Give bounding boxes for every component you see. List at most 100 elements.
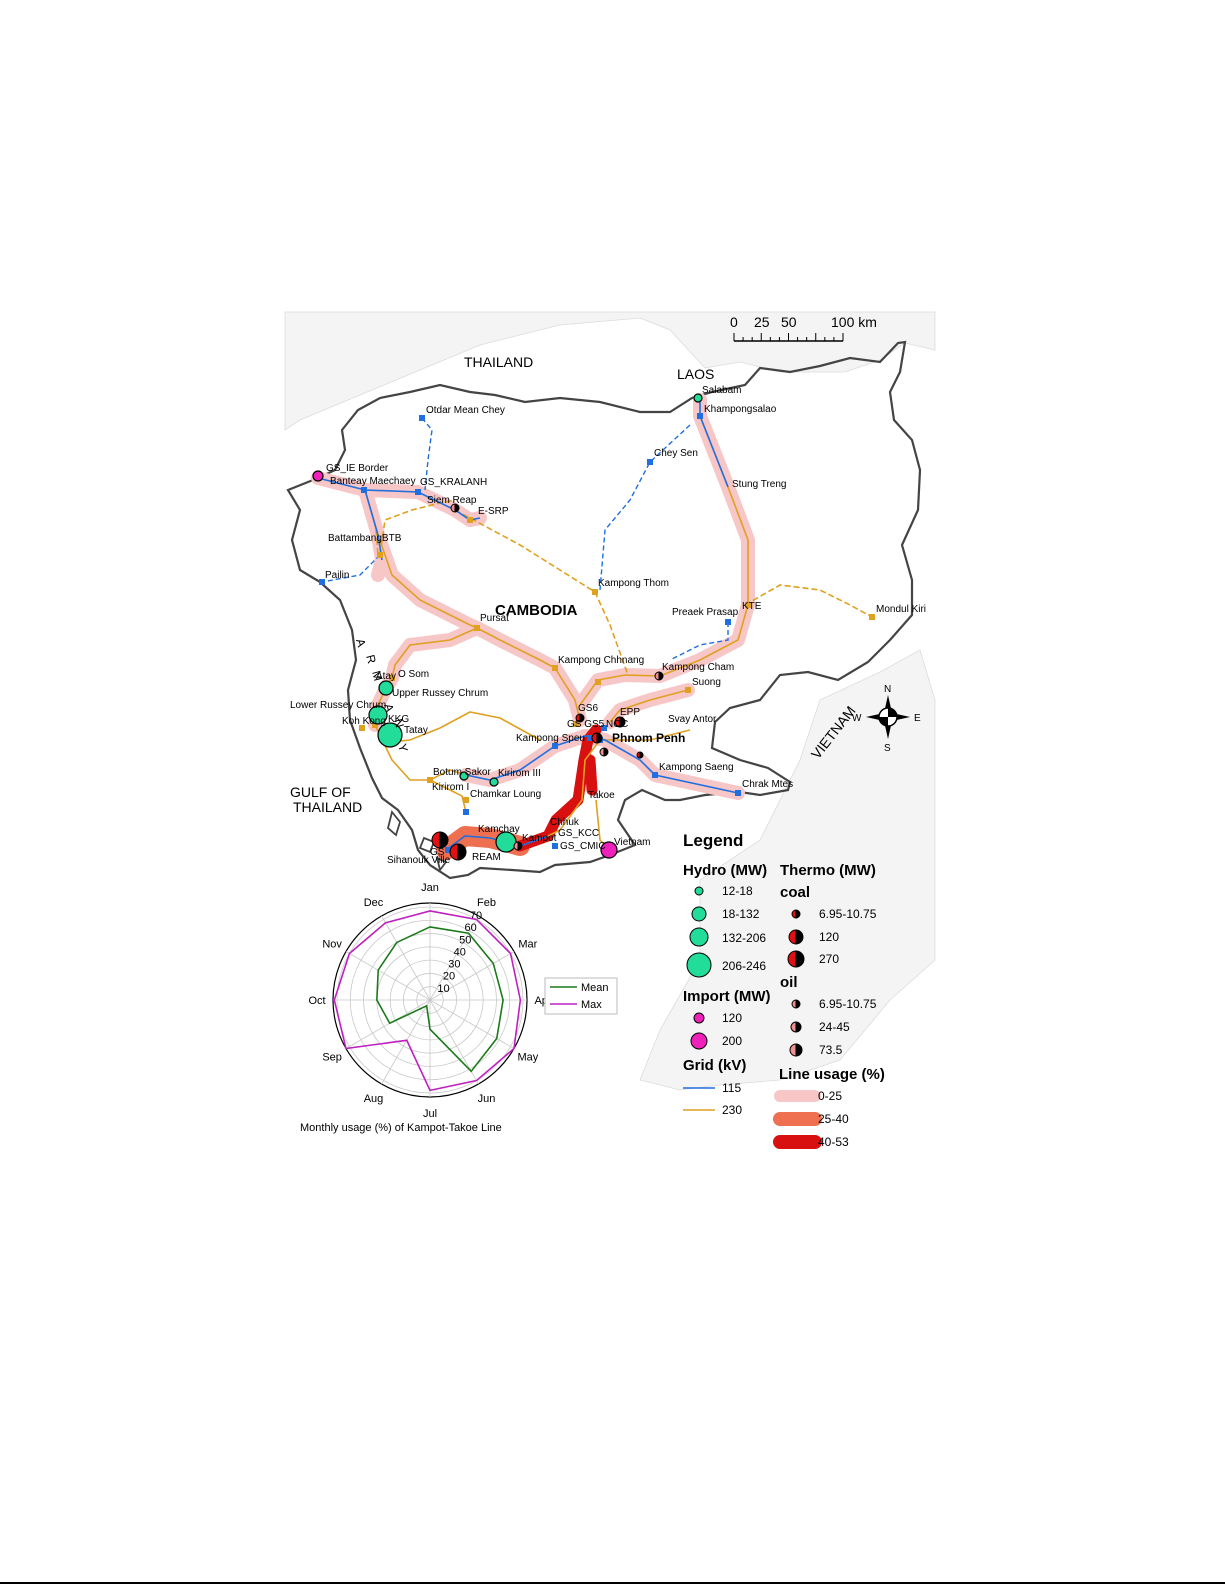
substation-115 (697, 413, 703, 419)
label-kampong-chhnang: Kampong Chhnang (558, 655, 644, 666)
label-botum: Botum Sakor (433, 767, 491, 778)
polar-radial-tick: 50 (459, 934, 471, 946)
label-kampong-saeng: Kampong Saeng (659, 762, 734, 773)
label-o-som: O Som (398, 669, 429, 680)
polar-legend: Mean Max (544, 977, 618, 1015)
legend-oil-1 (791, 999, 797, 1009)
substation-115 (647, 459, 653, 465)
legend-import-1 (693, 1012, 705, 1024)
label-pursat: Pursat (480, 613, 509, 624)
legend-oil-1 (795, 999, 801, 1009)
substation-115 (552, 843, 558, 849)
legend-import-title: Import (MW) (683, 988, 770, 1005)
legend-thermo-symbols (787, 909, 805, 1057)
label-kampot: Kampot (522, 833, 557, 844)
polar-series-max (333, 910, 522, 1092)
substation-230 (427, 777, 433, 783)
polar-spoke (345, 999, 431, 1049)
substation-115 (415, 489, 421, 495)
hydro-plant (693, 393, 703, 403)
substation-115 (419, 415, 425, 421)
import-point (312, 470, 324, 482)
oil-plant (517, 841, 523, 851)
substation-230 (467, 517, 473, 523)
label-siem-reap: Siem Reap (427, 495, 477, 506)
compass-n: N (884, 684, 891, 695)
label-cambodia: CAMBODIA (495, 602, 578, 619)
legend-hydro-label-1: 12-18 (722, 884, 753, 898)
label-kirirom3: Kirirom III (498, 768, 541, 779)
hydro-plant (489, 777, 499, 787)
legend-title: Legend (683, 831, 743, 850)
polar-spoke (345, 951, 431, 1001)
label-gs: GS (430, 847, 445, 858)
label-chrak: Chrak Mtes (742, 779, 793, 790)
polar-legend-mean: Mean (581, 982, 609, 994)
substation-115 (652, 772, 658, 778)
legend-coal-label-3: 270 (819, 952, 839, 966)
oil-plant (454, 503, 460, 513)
substation-115 (725, 619, 731, 625)
compass-s: S (884, 743, 891, 754)
polar-month-label: Jan (421, 882, 439, 894)
substation-230 (463, 797, 469, 803)
legend-import-label-2: 200 (722, 1034, 742, 1048)
import-points (312, 470, 618, 859)
label-kampongsalao: Khampongsalao (704, 404, 777, 415)
substation-230 (372, 722, 378, 728)
polar-month-label: Oct (308, 995, 325, 1007)
oil-plant (603, 747, 609, 757)
label-suong: Suong (692, 677, 721, 688)
label-kampong-cham: Kampong Cham (662, 662, 734, 673)
compass-w: W (852, 713, 862, 724)
oil-plant (513, 841, 519, 851)
legend-coal-title: coal (780, 884, 810, 901)
polar-radial-tick: 40 (454, 946, 466, 958)
label-salabam: Salabam (702, 385, 741, 396)
polar-month-label: Dec (364, 897, 384, 909)
coal-plant (431, 831, 441, 849)
label-banteay: Banteay Maechaey (330, 476, 416, 487)
substation-115 (319, 579, 325, 585)
substation-115 (552, 743, 558, 749)
legend-hydro-label-4: 206-246 (722, 959, 766, 973)
page-bottom-rule (0, 1582, 1225, 1584)
place-labels: Otdar Mean Chey Salabam Khampongsalao Ch… (290, 385, 926, 866)
label-ream: REAM (472, 852, 501, 863)
polar-radial-tick: 30 (448, 959, 460, 971)
legend-hydro-label-3: 132-206 (722, 931, 766, 945)
label-gs-gs5: GS GS5 (567, 719, 605, 730)
polar-radial-tick: 70 (470, 910, 482, 922)
label-tatay: Tatay (404, 725, 428, 736)
scale-label-25: 25 (754, 314, 770, 330)
polar-chart-title: Monthly usage (%) of Kampot-Takoe Line (300, 1122, 502, 1134)
label-phnom-penh: Phnom Penh (612, 731, 685, 745)
polar-month-label: Sep (322, 1052, 342, 1064)
scale-ticks (733, 333, 844, 341)
substation-115 (587, 735, 593, 741)
scale-label-0: 0 (730, 314, 738, 330)
legend-thermo-title: Thermo (MW) (780, 862, 876, 879)
polar-legend-max: Max (581, 999, 602, 1011)
coal-plant (457, 843, 467, 861)
legend-oil-label-2: 24-45 (819, 1020, 850, 1034)
oil-plant (658, 671, 664, 681)
myanmar-letter: M (369, 669, 385, 682)
grid-115kv-dashed (321, 417, 729, 661)
scale-label-100: 100 km (831, 314, 877, 330)
legend-coal-label-2: 120 (819, 930, 839, 944)
legend: Legend Hydro (MW) Thermo (MW) coal 12-18… (683, 831, 885, 1149)
substation-230 (377, 552, 383, 558)
label-takoe: Takoe (588, 790, 615, 801)
legend-import-2 (690, 1032, 708, 1050)
thermo-plants (431, 503, 664, 861)
legend-grid-title: Grid (kV) (683, 1057, 746, 1074)
substation-230 (592, 589, 598, 595)
substation-115 (601, 725, 607, 731)
label-gs-ie: GS_IE Border (326, 463, 389, 474)
polar-spoke (381, 999, 431, 1085)
coal-plant (439, 831, 449, 849)
